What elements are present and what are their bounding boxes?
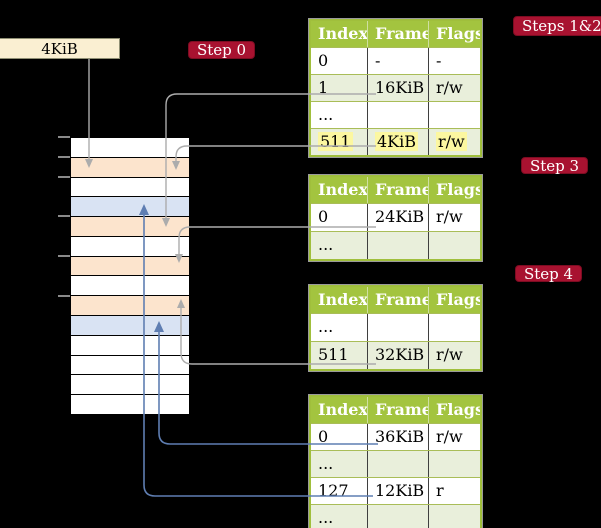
step-badge-3: Step 3	[521, 157, 589, 175]
table-cell: r	[428, 478, 480, 504]
table-cell: r/w	[428, 424, 480, 450]
column-header-frame: Frame	[367, 287, 428, 313]
table-cell: -	[367, 48, 428, 74]
column-header-index: Index	[318, 24, 367, 43]
memory-tick	[58, 295, 70, 297]
table-cell: ...	[318, 317, 334, 336]
table-cell	[367, 102, 428, 128]
table-cell: 32KiB	[367, 342, 428, 369]
step-badge-4: Step 4	[515, 265, 583, 283]
table-row: ...	[311, 313, 480, 341]
table-row: ...	[311, 450, 480, 477]
column-header-flags: Flags	[428, 287, 480, 313]
table-cell: 511	[318, 345, 349, 364]
table-cell	[367, 505, 428, 528]
memory-tick	[58, 215, 70, 217]
memory-frame-row	[71, 375, 189, 396]
memory-frame-row	[71, 256, 189, 277]
memory-frame-row	[71, 157, 189, 178]
step-badge-0: Step 0	[188, 41, 256, 59]
page-size-label: 4KiB	[0, 38, 120, 59]
table-cell: ...	[318, 454, 334, 473]
table-cell: 0	[318, 51, 329, 70]
memory-frame-row	[71, 177, 189, 198]
physical-memory-column	[70, 137, 190, 415]
memory-tick	[58, 136, 70, 138]
table-cell: 511	[318, 132, 353, 151]
table-cell: 127	[318, 481, 349, 500]
memory-frame-row	[71, 395, 189, 414]
memory-tick	[58, 156, 70, 158]
column-header-index: Index	[318, 400, 367, 419]
table-cell: 12KiB	[367, 478, 428, 504]
table-cell: 0	[318, 207, 329, 226]
table-cell: ...	[318, 508, 334, 527]
table-cell: r/w	[428, 204, 480, 231]
column-header-flags: Flags	[428, 397, 480, 423]
table-cell: 24KiB	[367, 204, 428, 231]
memory-tick	[58, 176, 70, 178]
table-cell	[428, 232, 480, 259]
table-cell: 36KiB	[367, 424, 428, 450]
table-row: ...	[311, 231, 480, 259]
table-cell: 4KiB	[367, 129, 428, 155]
memory-frame-row	[71, 296, 189, 317]
table-row: ...	[311, 101, 480, 128]
table-row: 0 --	[311, 47, 480, 74]
memory-frame-row	[71, 197, 189, 218]
table-cell	[367, 314, 428, 341]
memory-tick	[58, 255, 70, 257]
table-cell: ...	[318, 235, 334, 254]
table-cell: 0	[318, 427, 329, 446]
table-cell: 1	[318, 78, 329, 97]
memory-frame-row	[71, 355, 189, 376]
table-cell: -	[428, 48, 480, 74]
column-header-flags: Flags	[428, 177, 480, 203]
column-header-frame: Frame	[367, 397, 428, 423]
table-cell: r/w	[428, 342, 480, 369]
memory-frame-row	[71, 276, 189, 297]
memory-frame-row	[71, 236, 189, 257]
table-cell: r/w	[428, 75, 480, 101]
table-cell	[428, 451, 480, 477]
memory-frame-row	[71, 138, 189, 158]
column-header-index: Index	[318, 290, 367, 309]
table-cell	[367, 232, 428, 259]
table-cell: r/w	[428, 129, 480, 155]
step-badge-1-2: Steps 1&2	[513, 16, 601, 36]
table-cell	[428, 505, 480, 528]
table-cell	[367, 451, 428, 477]
column-header-index: Index	[318, 180, 367, 199]
memory-frame-row	[71, 217, 189, 237]
table-cell	[428, 314, 480, 341]
memory-frame-row	[71, 316, 189, 336]
table-row: ...	[311, 504, 480, 528]
table-cell: 16KiB	[367, 75, 428, 101]
table-cell: ...	[318, 105, 334, 124]
column-header-frame: Frame	[367, 177, 428, 203]
table-cell	[428, 102, 480, 128]
column-header-frame: Frame	[367, 21, 428, 47]
memory-frame-row	[71, 335, 189, 356]
column-header-flags: Flags	[428, 21, 480, 47]
